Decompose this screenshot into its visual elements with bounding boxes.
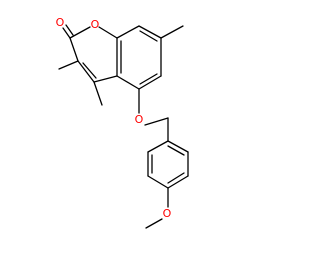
bond-c8-c7-inner <box>139 30 158 42</box>
bond-ar6-ar1 <box>147 140 169 153</box>
bond-c8a-c8 <box>116 25 140 39</box>
bond-c8-c7 <box>138 25 162 39</box>
bond-c3-c4-inner <box>82 62 97 79</box>
bond-c4-methyl <box>93 81 103 106</box>
bond-ar3-ar4-inner <box>167 172 185 184</box>
bond-ar1-ar2 <box>167 140 189 153</box>
bond-c7-methyl <box>160 25 184 39</box>
bond-o1-c8a <box>98 26 118 39</box>
bond-c4-c4a <box>93 75 118 83</box>
bond-c2-o-carbonyl-2 <box>65 24 74 36</box>
bond-ar3-ar4 <box>167 175 189 189</box>
atom-label-o-carbonyl: O <box>56 16 65 29</box>
atom-labels: O O O O <box>56 16 172 220</box>
bond-o-methoxy-ch3 <box>145 218 163 229</box>
structure-canvas: O O O O <box>55 16 189 229</box>
atom-label-o-methoxy: O <box>163 207 172 220</box>
bond-c2-o1 <box>69 26 91 39</box>
bond-ar4-ar5 <box>147 175 169 189</box>
atom-label-o-ring: O <box>91 18 100 31</box>
molecule-structure: O O O O <box>56 16 189 229</box>
bond-ar1-ar2-inner <box>167 145 185 156</box>
bond-c2-c3 <box>69 37 79 62</box>
bond-lines <box>58 24 189 229</box>
bond-c6-c5-inner <box>139 73 158 85</box>
bond-o-ether-ch2 <box>144 117 169 126</box>
atom-label-o-ether: O <box>135 113 144 126</box>
bond-c5-c4a <box>116 75 140 90</box>
bond-c6-c5 <box>138 75 162 90</box>
bond-c3-methyl <box>58 60 79 70</box>
bond-c2-o-carbonyl-1 <box>62 27 71 39</box>
bond-c3-c4 <box>77 60 95 83</box>
